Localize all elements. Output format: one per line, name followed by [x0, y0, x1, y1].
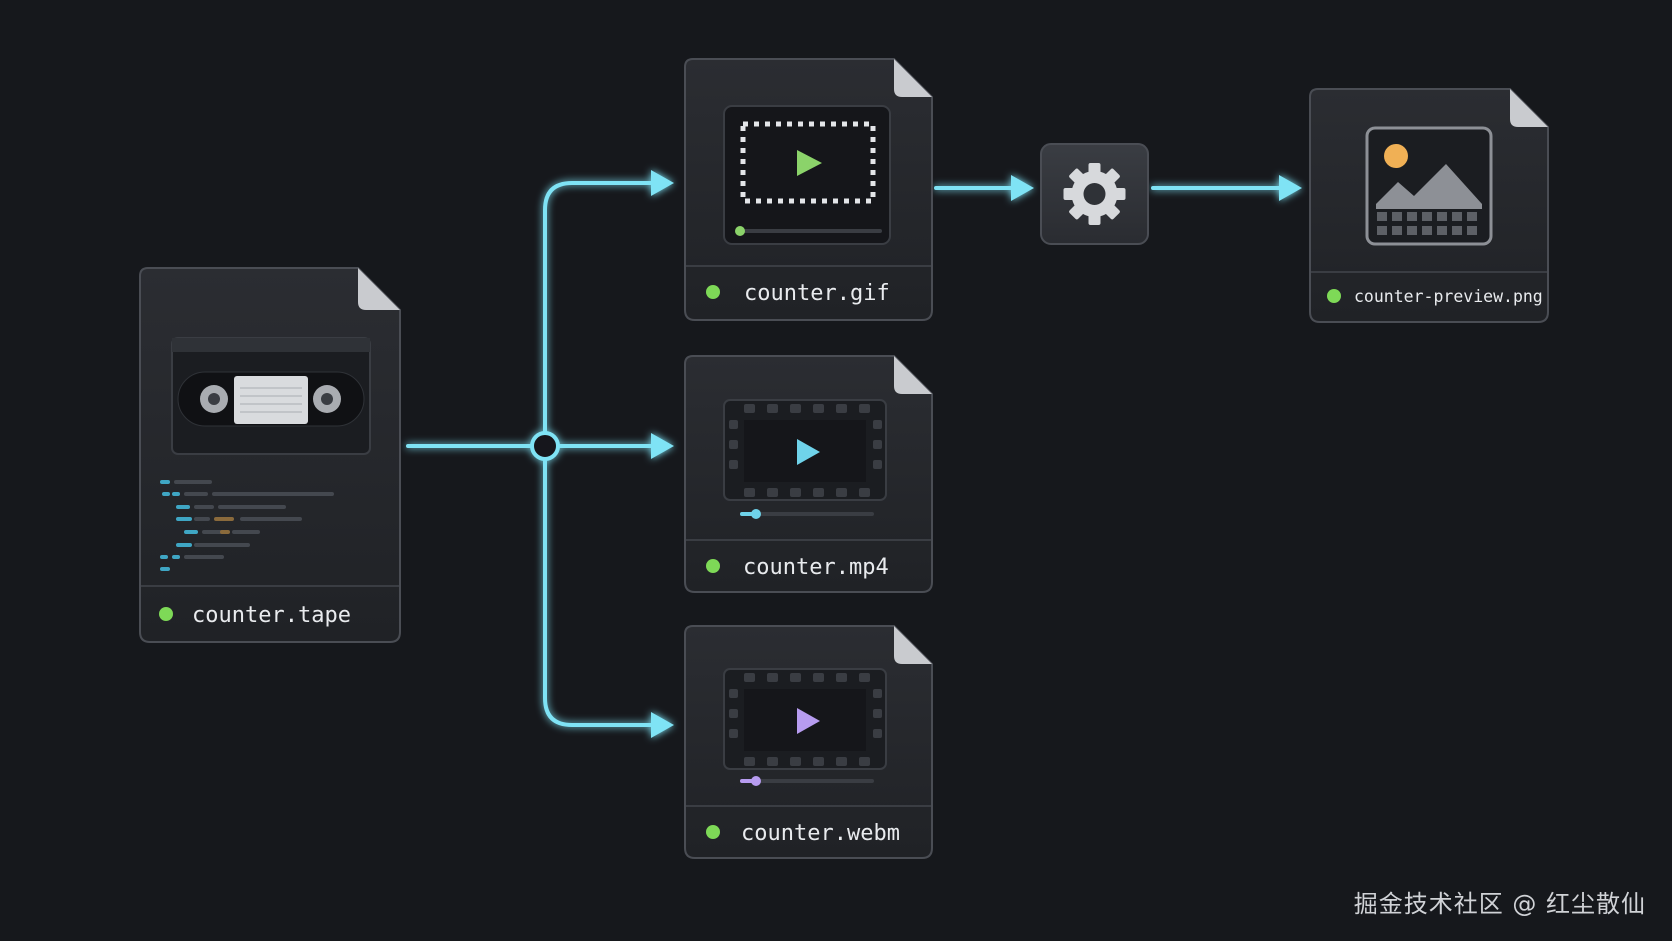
file-card-webm[interactable]: counter.webm — [684, 625, 933, 859]
file-label-png: counter-preview.png — [1354, 287, 1543, 306]
arrowhead-gear — [1011, 175, 1034, 201]
connector-hub-to-gif — [543, 181, 657, 434]
arrowhead-png — [1279, 175, 1302, 201]
processor-node[interactable] — [1040, 143, 1149, 245]
connector-hub-to-webm — [543, 458, 657, 727]
status-dot — [1327, 289, 1341, 303]
watermark: 掘金技术社区 @ 红尘散仙 — [1353, 890, 1646, 918]
file-label-mp4: counter.mp4 — [743, 555, 889, 580]
page-fold — [358, 268, 400, 310]
status-dot — [706, 559, 720, 573]
file-label-webm: counter.webm — [741, 821, 900, 846]
page-fold — [894, 59, 932, 97]
arrowhead-gif — [651, 170, 674, 196]
arrowhead-mp4 — [651, 433, 674, 459]
gear-icon — [1063, 163, 1126, 225]
file-card-png[interactable]: counter-preview.png — [1309, 88, 1549, 323]
connectors — [406, 181, 1285, 727]
file-card-tape[interactable]: counter.tape — [139, 267, 401, 643]
status-dot — [706, 285, 720, 299]
status-dot — [706, 825, 720, 839]
status-dot — [159, 607, 173, 621]
page-fold — [1510, 89, 1548, 127]
film-player-icon — [723, 399, 887, 519]
file-label-gif: counter.gif — [744, 281, 890, 306]
branch-node — [530, 431, 560, 461]
file-card-gif[interactable]: counter.gif — [684, 58, 933, 321]
file-label-tape: counter.tape — [192, 603, 351, 628]
file-card-mp4[interactable]: counter.mp4 — [684, 355, 933, 593]
arrowheads — [651, 170, 1302, 738]
code-lines-decoration — [160, 480, 334, 571]
film-player-icon — [723, 668, 887, 786]
arrowhead-webm — [651, 712, 674, 738]
page-fold — [894, 626, 932, 664]
image-icon — [1365, 126, 1493, 246]
vhs-cassette-icon — [171, 337, 371, 455]
page-fold — [894, 356, 932, 394]
gif-player-icon — [723, 105, 891, 245]
